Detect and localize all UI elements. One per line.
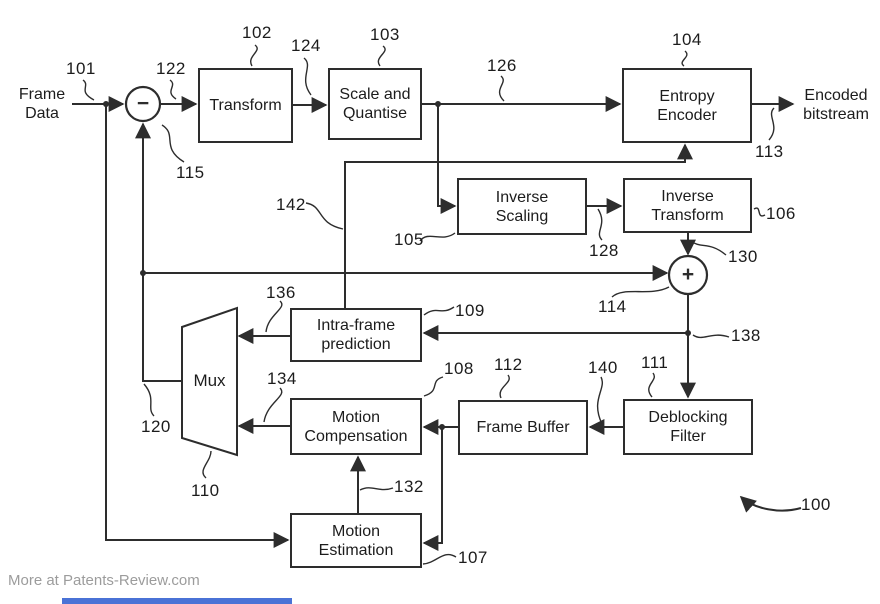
add-operator: + [681,263,695,286]
frame-data-line2: Data [25,105,59,122]
ref-104: 104 [672,30,702,49]
entropy-encoder-block: Entropy Encoder [622,68,752,143]
ref-138: 138 [731,326,761,345]
scale-quantise-block: Scale and Quantise [328,68,422,140]
frame-data-label: Frame Data [12,85,72,123]
frame-buffer-block: Frame Buffer [458,400,588,455]
ref-100: 100 [801,495,831,514]
ref-106: 106 [766,204,796,223]
inverse-scaling-block: Inverse Scaling [457,178,587,235]
ref-105: 105 [394,230,424,249]
encoded-bitstream-label: Encoded bitstream [794,86,878,124]
encoded-bitstream-line2: bitstream [803,106,869,123]
encoded-bitstream-line1: Encoded [804,87,868,104]
ref-107: 107 [458,548,488,567]
deblocking-filter-block: Deblocking Filter [623,399,753,455]
highlight-bar [62,598,292,604]
ref-110: 110 [191,481,220,500]
ref-102: 102 [242,23,272,42]
ref-122: 122 [156,59,186,78]
inverse-transform-block: Inverse Transform [623,178,752,233]
subtractor-circle [124,85,162,123]
intra-prediction-block: Intra-frame prediction [290,308,422,362]
mux-label: Mux [193,371,226,390]
motion-compensation-block: Motion Compensation [290,398,422,455]
ref-101: 101 [66,59,96,78]
ref-132: 132 [394,477,424,496]
ref-134: 134 [267,369,297,388]
ref-113: 113 [755,142,784,161]
ref-128: 128 [589,241,619,260]
ref-126: 126 [487,56,517,75]
ref-115: 115 [176,163,205,182]
watermark-text: More at Patents-Review.com [8,572,200,589]
ref-111: 111 [641,353,669,372]
ref-130: 130 [728,247,758,266]
ref-124: 124 [291,36,321,55]
ref-142: 142 [276,195,306,214]
ref-108: 108 [444,359,474,378]
ref-136: 136 [266,283,296,302]
transform-block: Transform [198,68,293,143]
ref-114: 114 [598,297,627,316]
frame-data-line1: Frame [18,86,66,103]
transform-label: Transform [209,97,282,114]
ref-109: 109 [455,301,485,320]
ref-140: 140 [588,358,618,377]
subtract-operator: − [136,92,150,115]
ref-103: 103 [370,25,400,44]
ref-120: 120 [141,417,171,436]
mux-shape [181,306,238,457]
ref-112: 112 [494,355,523,374]
adder-circle [667,254,709,296]
motion-estimation-block: Motion Estimation [290,513,422,568]
